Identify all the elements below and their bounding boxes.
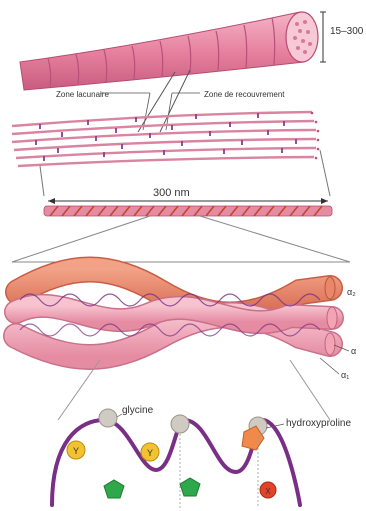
fiber-cross-section	[286, 12, 318, 62]
tropocollagen-molecule	[44, 206, 332, 216]
x-residue: X	[260, 482, 276, 498]
y-residue-2: Y	[141, 443, 159, 461]
alpha-label: α	[351, 346, 356, 356]
svg-text:Y: Y	[73, 446, 79, 456]
svg-text:X: X	[265, 487, 271, 496]
y-residue-1: Y	[67, 441, 85, 459]
glycine-label: glycine	[122, 405, 154, 416]
svg-text:Y: Y	[147, 448, 153, 458]
gap-zone-label: Zone lacunaire	[56, 90, 109, 99]
molecule-length-label: 300 nm	[153, 187, 190, 199]
proline-residue-1	[104, 480, 124, 498]
proline-residue-2	[180, 478, 200, 496]
fiber-diameter-label: 15–300 nm	[330, 26, 366, 37]
molecule-to-helix-lines	[12, 216, 350, 262]
alpha1-label: α₁	[341, 370, 349, 380]
fiber-to-fibril-lines	[138, 70, 190, 132]
collagen-fiber	[20, 12, 326, 90]
hydroxyproline-label: hydroxyproline	[286, 418, 351, 429]
diameter-bracket	[320, 12, 326, 62]
triple-helix	[16, 270, 337, 358]
overlap-zone-label: Zone de recouvrement	[204, 90, 285, 99]
alpha2-label: α₂	[347, 287, 356, 297]
